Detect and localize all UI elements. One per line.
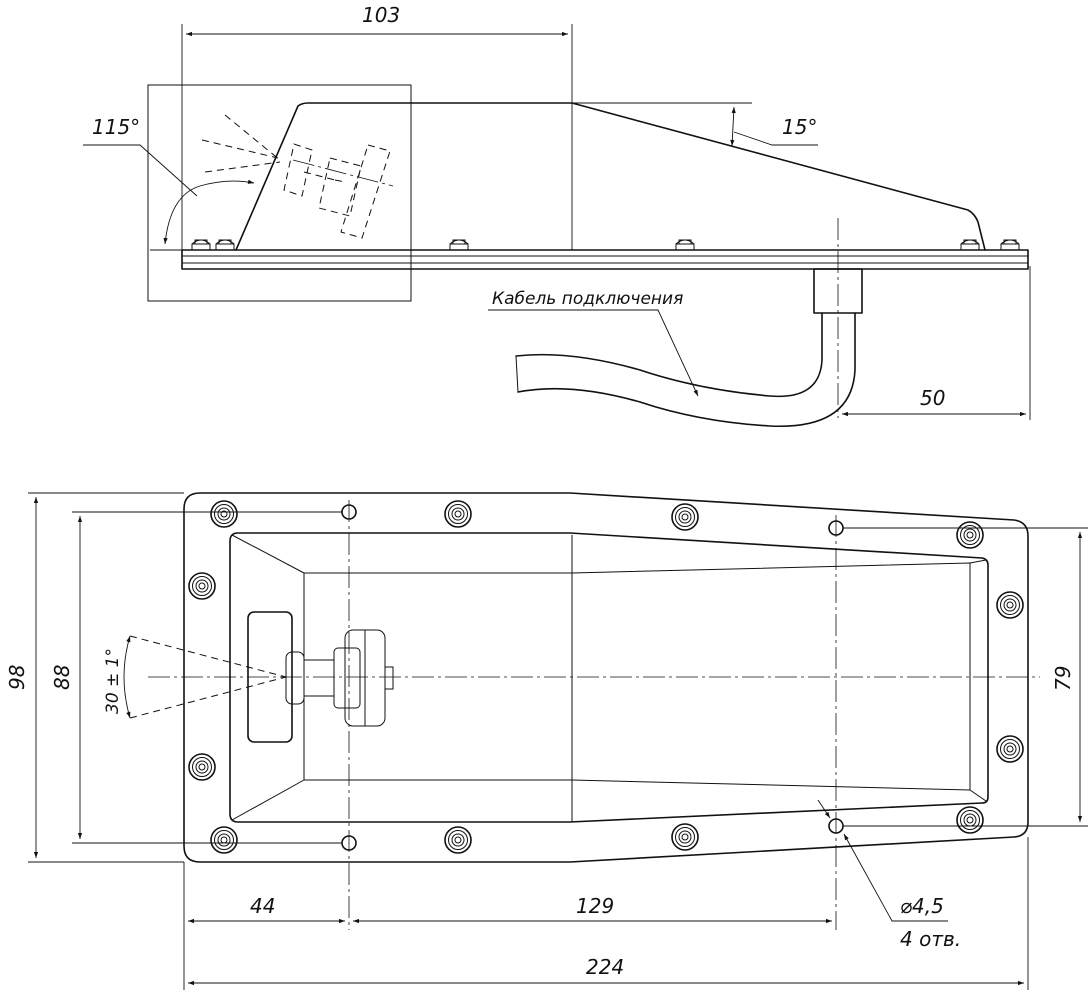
top-view: 30 ± 1° 98 88 79 <box>5 492 1088 990</box>
cable <box>515 312 823 398</box>
cable-label: Кабель подключения <box>492 289 683 309</box>
detail-window <box>147 84 412 302</box>
side-view: 115° 103 15° Кабель подключения 50 <box>83 3 1031 428</box>
pedal-outline <box>235 102 986 251</box>
base-plate <box>181 249 1029 270</box>
total-length-label: 224 <box>586 955 624 979</box>
mid-span-label: 129 <box>576 894 614 918</box>
total-height-label: 98 <box>5 665 29 690</box>
top-width-label: 103 <box>362 3 400 27</box>
top-outline <box>183 492 1029 863</box>
inner-height-label: 88 <box>50 665 74 690</box>
key-mechanism <box>285 629 394 727</box>
cable-offset-label: 50 <box>920 386 945 410</box>
hole-dia-label: ⌀4,5 <box>900 894 944 918</box>
left-offset-label: 44 <box>250 894 275 918</box>
spread-angle-label: 30 ± 1° <box>103 648 123 714</box>
inner-frame <box>229 532 989 823</box>
hidden-mechanism <box>201 114 394 239</box>
angle-slope-label: 15° <box>782 115 817 139</box>
hole-count-label: 4 отв. <box>900 927 961 951</box>
back-height-label: 79 <box>1051 666 1075 691</box>
angle-front-label: 115° <box>92 115 140 139</box>
